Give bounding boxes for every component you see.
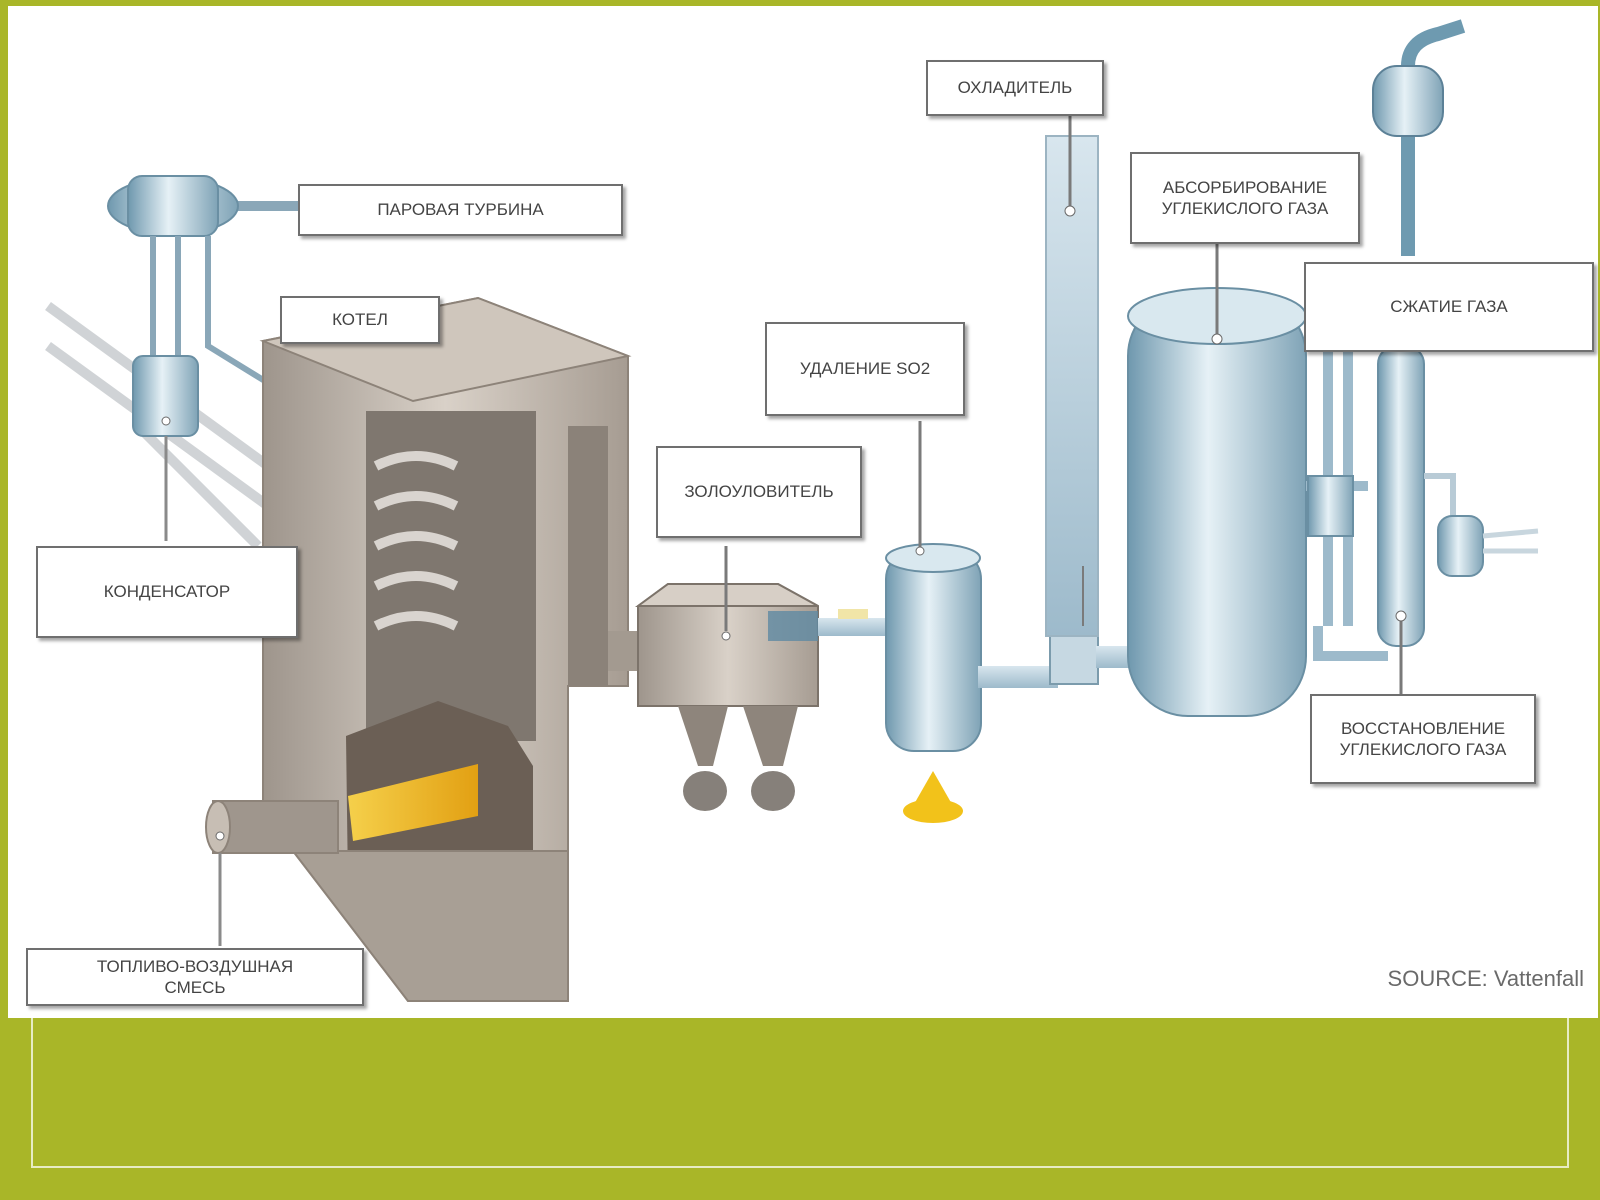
footer-frame bbox=[31, 1018, 1569, 1168]
steam-turbine-icon bbox=[107, 175, 298, 389]
label-gas-compression: СЖАТИЕ ГАЗА bbox=[1304, 262, 1594, 352]
reboiler-icon bbox=[1424, 473, 1539, 577]
gypsum-output-icon bbox=[913, 771, 953, 806]
label-ash-collector: ЗОЛОУЛОВИТЕЛЬ bbox=[656, 446, 862, 538]
boiler-icon bbox=[259, 296, 632, 1002]
pipe-so2-absorber bbox=[978, 666, 1058, 688]
label-fuel-air-mix: ТОПЛИВО-ВОЗДУШНАЯ СМЕСЬ bbox=[26, 948, 364, 1006]
diagram-canvas: ПАРОВАЯ ТУРБИНА КОТЕЛ КОНДЕНСАТОР ТОПЛИВ… bbox=[8, 6, 1598, 1018]
source-credit: SOURCE: Vattenfall bbox=[1387, 966, 1584, 991]
label-co2-recovery: ВОССТАНОВЛЕНИЕ УГЛЕКИСЛОГО ГАЗА bbox=[1310, 694, 1536, 784]
so2-scrubber-icon bbox=[885, 421, 982, 823]
label-co2-absorption: АБСОРБИРОВАНИЕ УГЛЕКИСЛОГО ГАЗА bbox=[1130, 152, 1360, 244]
ash-collector-icon bbox=[634, 546, 819, 811]
label-steam-turbine: ПАРОВАЯ ТУРБИНА bbox=[298, 184, 623, 236]
cooler-icon bbox=[1045, 111, 1099, 637]
label-boiler: КОТЕЛ bbox=[280, 296, 440, 344]
process-diagram bbox=[45, 19, 1539, 1002]
label-so2-removal: УДАЛЕНИЕ SO2 bbox=[765, 322, 965, 416]
label-condenser: КОНДЕНСАТОР bbox=[36, 546, 298, 638]
boiler-coils bbox=[373, 451, 459, 631]
pipe-ash-so2 bbox=[818, 618, 888, 636]
co2-absorber-icon bbox=[1127, 244, 1307, 717]
flame-icon bbox=[348, 764, 478, 841]
label-cooler: ОХЛАДИТЕЛЬ bbox=[926, 60, 1104, 116]
gas-compressor-icon bbox=[1372, 19, 1466, 696]
condenser-icon bbox=[132, 355, 199, 541]
fuel-air-inlet-icon bbox=[205, 800, 339, 946]
